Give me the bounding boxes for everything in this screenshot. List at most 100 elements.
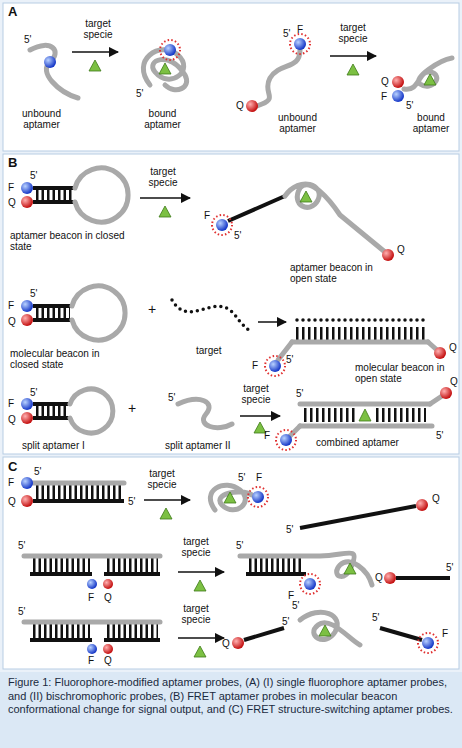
strand-label: 5'	[238, 472, 245, 483]
state-label: target specie	[236, 383, 276, 405]
aptamer-strand	[210, 485, 252, 510]
reaction-arrow	[140, 197, 190, 199]
caption-ground	[0, 672, 462, 748]
strand-label: F	[288, 590, 294, 601]
panel-letter: B	[8, 157, 17, 168]
strand-label: 5'	[436, 430, 443, 441]
base-pairs	[36, 189, 73, 201]
quencher-sphere	[103, 579, 113, 589]
fluorophore-sphere	[252, 491, 264, 503]
state-label: target specie	[142, 468, 182, 490]
strand-label: Q	[236, 100, 244, 111]
target-triangle	[194, 580, 206, 591]
dna-strand	[33, 499, 124, 503]
fluorescence-burst	[300, 574, 320, 594]
strand-label: F	[264, 430, 270, 441]
aptamer-strand	[75, 168, 128, 222]
strand-label: 5'	[168, 392, 175, 403]
reaction-arrow	[178, 571, 224, 573]
fluorophore-sphere	[21, 300, 33, 312]
dna-strand	[244, 628, 284, 640]
base-pairs	[33, 558, 90, 572]
base-pairs	[249, 558, 304, 572]
strand-label: 5'	[234, 230, 241, 241]
strand-label: 5'	[446, 562, 453, 573]
target-triangle	[194, 646, 206, 657]
base-pairs	[107, 558, 158, 572]
state-label: bound aptamer	[405, 112, 457, 134]
quencher-sphere	[21, 412, 33, 424]
fluorescence-burst	[265, 356, 285, 376]
fluorescence-burst	[276, 430, 296, 450]
target-triangle	[424, 74, 436, 85]
base-pairs	[33, 624, 90, 638]
quencher-sphere	[246, 100, 258, 112]
quencher-sphere	[232, 637, 244, 649]
fluorescence-burst	[248, 487, 268, 507]
reaction-arrow	[240, 415, 280, 417]
fluorophore-sphere	[304, 578, 316, 590]
strand-label: Q	[432, 493, 440, 504]
dna-strand	[396, 576, 450, 580]
strand-label: Q	[8, 316, 16, 327]
quencher-sphere	[21, 314, 33, 326]
fluorophore-sphere	[269, 360, 281, 372]
dna-strand	[300, 506, 416, 528]
strand-label: Q	[397, 244, 405, 255]
state-label: split aptamer II	[165, 440, 231, 451]
target-triangle	[224, 492, 236, 503]
quencher-sphere	[21, 196, 33, 208]
strand-label: +	[128, 403, 136, 414]
base-pairs	[296, 327, 425, 341]
fluorophore-sphere	[21, 398, 33, 410]
strand-label: F	[8, 477, 14, 488]
aptamer-strand	[30, 45, 78, 98]
strand-label: 5'	[18, 540, 25, 551]
strand-label: 5'	[34, 466, 41, 477]
aptamer-strand	[300, 612, 360, 645]
reaction-arrow	[330, 55, 376, 57]
fluorophore-sphere	[87, 579, 97, 589]
state-label: molecular beacon in open state	[355, 362, 455, 384]
dna-strand	[246, 572, 306, 576]
dna-strand	[104, 572, 160, 576]
target-strand	[172, 300, 252, 332]
base-pairs	[304, 408, 426, 422]
quencher-sphere	[382, 249, 394, 261]
strand-label: Q	[450, 376, 458, 387]
fluorophore-sphere	[44, 56, 56, 68]
state-label: aptamer beacon in closed state	[10, 230, 130, 252]
strand-label: Q	[8, 496, 16, 507]
base-pairs	[107, 624, 158, 638]
strand-label: 5'	[30, 387, 37, 398]
state-label: unbound aptamer	[14, 108, 69, 130]
reaction-arrow	[258, 321, 286, 323]
strand-label: +	[148, 304, 156, 315]
target-triangle	[344, 563, 356, 574]
strand-label: 5'	[236, 540, 243, 551]
fluorophore-sphere	[164, 44, 176, 56]
dna-strand	[30, 638, 92, 642]
state-label: target specie	[143, 166, 183, 188]
target-triangle	[160, 508, 172, 519]
dna-strand	[228, 196, 285, 221]
quencher-sphere	[21, 495, 33, 507]
quencher-sphere	[416, 499, 428, 511]
strand-label: Q	[104, 655, 112, 666]
strand-label: Q	[8, 197, 16, 208]
aptamer-strand	[178, 399, 232, 427]
fluorophore-sphere	[280, 434, 292, 446]
strand-label: F	[252, 360, 258, 371]
reaction-arrow	[178, 637, 224, 639]
background-patch	[355, 408, 375, 422]
panel-b	[3, 154, 459, 454]
strand-label: F	[88, 655, 94, 666]
aptamer-strand	[72, 286, 125, 340]
target-strand	[297, 318, 424, 322]
panel-letter: A	[8, 6, 17, 17]
fluorophore-sphere	[422, 637, 434, 649]
strand-label: Q	[449, 342, 457, 353]
fluorescence-burst	[212, 215, 232, 235]
quencher-sphere	[103, 644, 113, 654]
strand-label: 5'	[30, 288, 37, 299]
